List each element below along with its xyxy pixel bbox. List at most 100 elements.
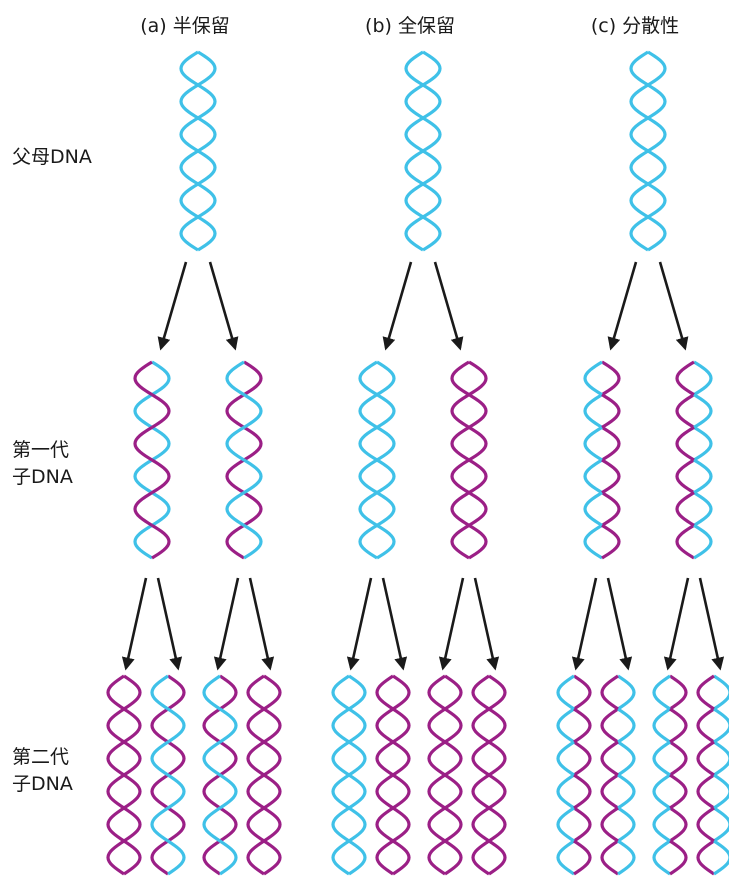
strand-new-segment: [202, 707, 221, 744]
strand-original-segment: [167, 707, 186, 744]
gen2-helix-dispersive-1: [556, 674, 592, 876]
strand-original-segment: [219, 839, 238, 876]
strand-new-segment: [167, 674, 186, 711]
strand-new-segment: [471, 707, 490, 744]
strand-mixed-segment: [669, 740, 688, 777]
strand-original-segment: [422, 149, 442, 186]
strand-mixed-segment: [573, 839, 592, 876]
strand-new-segment: [471, 839, 490, 876]
strand-new-segment: [488, 740, 507, 777]
strand-new-segment: [468, 458, 488, 495]
strand-mixed-segment: [573, 674, 592, 711]
strand-new-segment: [488, 707, 507, 744]
row-label-gen1-line1: 第一代: [12, 439, 70, 461]
strand-original-segment: [243, 458, 263, 495]
strand-original-segment: [348, 674, 367, 711]
strand-original-segment: [376, 393, 396, 429]
strand-new-segment: [106, 773, 125, 810]
strand-mixed-segment: [696, 806, 715, 843]
strand-original-segment: [133, 393, 153, 429]
parent-helix-dispersive: [629, 50, 667, 252]
strand-original-segment: [133, 458, 153, 495]
strand-original-segment: [197, 215, 217, 252]
strand-new-segment: [392, 806, 411, 843]
strand-new-segment: [133, 491, 153, 527]
strand-mixed-segment: [556, 839, 575, 876]
arrow-parent-to-gen1-right-semiconservative: [208, 261, 239, 351]
strand-original-segment: [202, 806, 221, 843]
strand-new-segment: [151, 393, 171, 429]
strand-new-segment: [392, 707, 411, 744]
strand-original-segment: [331, 806, 350, 843]
strand-original-segment: [179, 50, 199, 87]
strand-original-segment: [358, 458, 378, 495]
strand-new-segment: [488, 839, 507, 876]
arrow-parent-to-gen1-right-dispersive: [658, 261, 689, 351]
strand-mixed-segment: [617, 839, 636, 876]
strand-mixed-segment: [693, 360, 713, 397]
strand-mixed-segment: [573, 707, 592, 744]
strand-new-segment: [243, 425, 263, 462]
gen2-helix-dispersive-2: [600, 674, 636, 876]
row-label-gen1-line2: 子DNA: [12, 466, 73, 488]
gen1-helix-conservative-1: [358, 360, 396, 560]
strand-mixed-segment: [556, 674, 575, 711]
strand-original-segment: [376, 458, 396, 495]
strand-mixed-segment: [600, 707, 619, 744]
strand-new-segment: [150, 839, 169, 876]
strand-original-segment: [647, 83, 667, 120]
strand-new-segment: [392, 740, 411, 777]
strand-new-segment: [106, 740, 125, 777]
strand-new-segment: [471, 806, 490, 843]
strand-new-segment: [167, 740, 186, 777]
strand-new-segment: [450, 393, 470, 429]
strand-mixed-segment: [573, 773, 592, 810]
strand-original-segment: [629, 116, 649, 153]
strand-original-segment: [358, 491, 378, 527]
arrow-parent-to-gen1-left-semiconservative: [157, 261, 188, 351]
strand-new-segment: [471, 674, 490, 711]
gen2-helix-conservative-3: [427, 674, 463, 876]
strand-original-segment: [197, 83, 217, 120]
strand-new-segment: [444, 773, 463, 810]
arrow-gen1-to-gen2-conservative-2: [381, 577, 408, 671]
strand-new-segment: [488, 806, 507, 843]
strand-new-segment: [123, 674, 142, 711]
strand-new-segment: [243, 360, 263, 397]
strand-new-segment: [375, 839, 394, 876]
strand-original-segment: [376, 523, 396, 560]
strand-mixed-segment: [617, 707, 636, 744]
arrow-gen1-to-gen2-semiconservative-3: [213, 577, 240, 671]
strand-original-segment: [647, 182, 667, 219]
strand-new-segment: [468, 393, 488, 429]
strand-original-segment: [422, 215, 442, 252]
strand-mixed-segment: [583, 458, 603, 495]
strand-new-segment: [468, 360, 488, 397]
strand-mixed-segment: [583, 491, 603, 527]
strand-new-segment: [468, 523, 488, 560]
strand-original-segment: [243, 523, 263, 560]
strand-original-segment: [404, 215, 424, 252]
strand-new-segment: [263, 740, 282, 777]
arrow-gen1-to-gen2-dispersive-2: [606, 577, 633, 671]
strand-new-segment: [468, 425, 488, 462]
strand-original-segment: [422, 182, 442, 219]
strand-new-segment: [488, 674, 507, 711]
strand-new-segment: [444, 674, 463, 711]
strand-mixed-segment: [556, 707, 575, 744]
strand-new-segment: [468, 491, 488, 527]
strand-mixed-segment: [601, 523, 621, 560]
strand-original-segment: [629, 50, 649, 87]
strand-original-segment: [629, 83, 649, 120]
strand-original-segment: [331, 740, 350, 777]
strand-original-segment: [358, 523, 378, 560]
strand-new-segment: [263, 773, 282, 810]
strand-new-segment: [392, 773, 411, 810]
strand-new-segment: [243, 491, 263, 527]
strand-new-segment: [123, 707, 142, 744]
strand-mixed-segment: [696, 707, 715, 744]
strand-new-segment: [150, 707, 169, 744]
strand-new-segment: [246, 839, 265, 876]
strand-mixed-segment: [617, 806, 636, 843]
strand-mixed-segment: [713, 740, 729, 777]
